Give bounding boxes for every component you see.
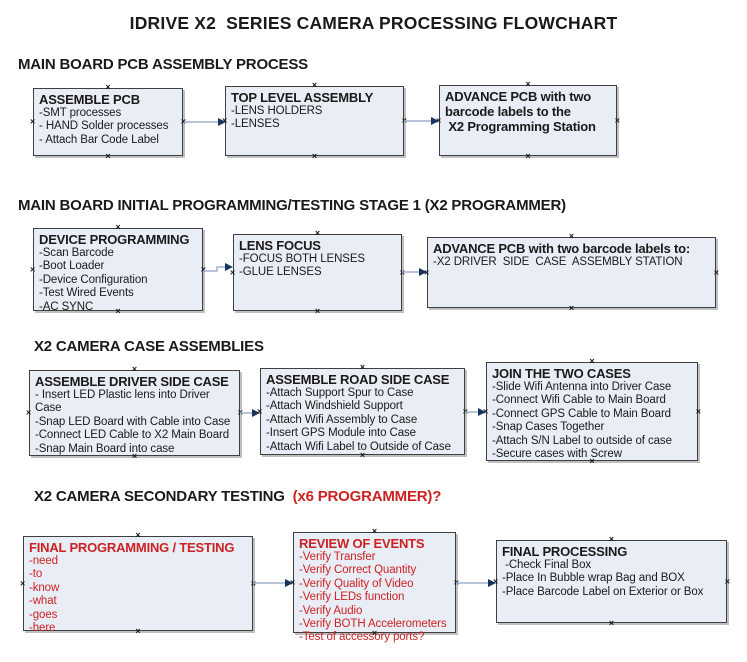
section-heading-initial-programming: MAIN BOARD INITIAL PROGRAMMING/TESTING S… [18,197,566,214]
anchor-x-icon: × [115,222,121,232]
box-title: FINAL PROCESSING [502,544,628,559]
anchor-x-icon: × [105,151,111,161]
anchor-x-icon: × [314,228,321,238]
flow-arrow-row3-2 [465,408,486,416]
box-lines: -Slide Wifi Antenna into Driver Case -Co… [492,381,672,461]
flow-box-advance-pcb-driver-side-station: ADVANCE PCB with two barcode labels to: … [424,232,719,313]
heading-red-part: (x6 PROGRAMMER)? [288,488,442,505]
box-title: ADVANCE PCB with two barcode labels to: [433,241,691,256]
flow-arrow-row4-1 [253,579,293,587]
anchor-x-icon: × [359,362,366,372]
anchor-x-icon: × [26,407,32,418]
anchor-x-icon: × [724,576,730,586]
anchor-x-icon: × [608,534,615,544]
box-title: LENS FOCUS [239,238,321,253]
anchor-x-icon: × [614,115,620,125]
anchor-x-icon: × [695,406,701,416]
flow-arrow-row2-1 [203,263,233,272]
box-lines: -FOCUS BOTH LENSES -GLUE LENSES [239,253,365,279]
anchor-x-icon: × [105,82,111,92]
box-lines: -SMT processes - HAND Solder processes -… [39,107,169,146]
box-title: ADVANCE PCB with two barcode labels to t… [445,89,596,134]
anchor-x-icon: × [568,231,575,241]
flow-box-assemble-driver-side-case: ASSEMBLE DRIVER SIDE CASE - Insert LED P… [26,365,243,461]
anchor-x-icon: × [589,356,595,366]
flow-arrow-row1-2 [404,117,439,125]
box-title: JOIN THE TWO CASES [492,366,631,381]
flow-box-final-processing: FINAL PROCESSING -Check Final Box -Place… [493,535,730,628]
anchor-x-icon: × [314,306,321,316]
anchor-x-icon: × [30,264,36,274]
box-lines: -Check Final Box -Place In Bubble wrap B… [502,559,704,598]
flow-box-review-of-events: REVIEW OF EVENTS -Verify Transfer -Verif… [290,527,459,644]
section-heading-case-assemblies: X2 CAMERA CASE ASSEMBLIES [34,338,264,355]
flow-box-assemble-road-side-case: ASSEMBLE ROAD SIDE CASE -Attach Support … [257,363,468,460]
box-lines: -LENS HOLDERS -LENSES [231,105,323,131]
anchor-x-icon: × [371,526,378,536]
section-heading-secondary-testing: X2 CAMERA SECONDARY TESTING (x6 PROGRAMM… [34,488,441,505]
anchor-x-icon: × [311,80,318,90]
anchor-x-icon: × [30,116,36,127]
anchor-x-icon: × [713,267,719,277]
box-title: ASSEMBLE ROAD SIDE CASE [266,372,450,387]
anchor-x-icon: × [568,303,575,313]
flow-box-assemble-pcb: ASSEMBLE PCB -SMT processes - HAND Solde… [30,83,186,161]
page-title: IDRIVE X2 SERIES CAMERA PROCESSING FLOWC… [129,13,618,33]
anchor-x-icon: × [525,79,531,89]
anchor-x-icon: × [20,578,26,588]
box-title: REVIEW OF EVENTS [299,536,425,551]
box-title: ASSEMBLE DRIVER SIDE CASE [35,374,229,389]
flow-box-join-the-two-cases: JOIN THE TWO CASES -Slide Wifi Antenna i… [483,357,701,466]
box-lines: -Scan Barcode -Boot Loader -Device Confi… [39,247,148,313]
box-title: FINAL PROGRAMMING / TESTING [29,540,235,555]
box-title: ASSEMBLE PCB [39,92,140,107]
flow-box-final-programming-testing: FINAL PROGRAMMING / TESTING -need -to -k… [20,531,256,636]
anchor-x-icon: × [131,364,138,374]
flow-arrow-row4-2 [456,579,496,587]
section-heading-pcb-assembly: MAIN BOARD PCB ASSEMBLY PROCESS [18,56,308,73]
box-lines: -need -to -know -what -goes -here [29,555,60,635]
box-lines: -Verify Transfer -Verify Correct Quantit… [299,551,447,644]
flow-arrow-row1-1 [184,118,226,126]
flow-box-device-programming: DEVICE PROGRAMMING -Scan Barcode -Boot L… [30,223,206,316]
anchor-x-icon: × [608,618,615,628]
box-lines: -X2 DRIVER SIDE CASE ASSEMBLY STATION [433,256,683,268]
flow-box-top-level-assembly: TOP LEVEL ASSEMBLY -LENS HOLDERS -LENSES… [222,81,407,161]
flow-box-lens-focus: LENS FOCUS -FOCUS BOTH LENSES -GLUE LENS… [230,229,405,316]
flow-arrow-row2-2 [402,268,427,276]
anchor-x-icon: × [525,151,531,161]
flow-arrow-row3-1 [240,409,260,417]
box-title: DEVICE PROGRAMMING [39,232,190,247]
box-title: TOP LEVEL ASSEMBLY [231,90,374,105]
flow-box-advance-pcb-programming-station: ADVANCE PCB with two barcode labels to t… [436,80,620,161]
anchor-x-icon: × [311,151,318,161]
box-lines: - Insert LED Plastic lens into Driver Ca… [35,389,231,455]
box-lines: -Attach Support Spur to Case -Attach Win… [266,387,451,453]
anchor-x-icon: × [135,530,141,540]
heading-black-part: X2 CAMERA SECONDARY TESTING [34,488,289,505]
